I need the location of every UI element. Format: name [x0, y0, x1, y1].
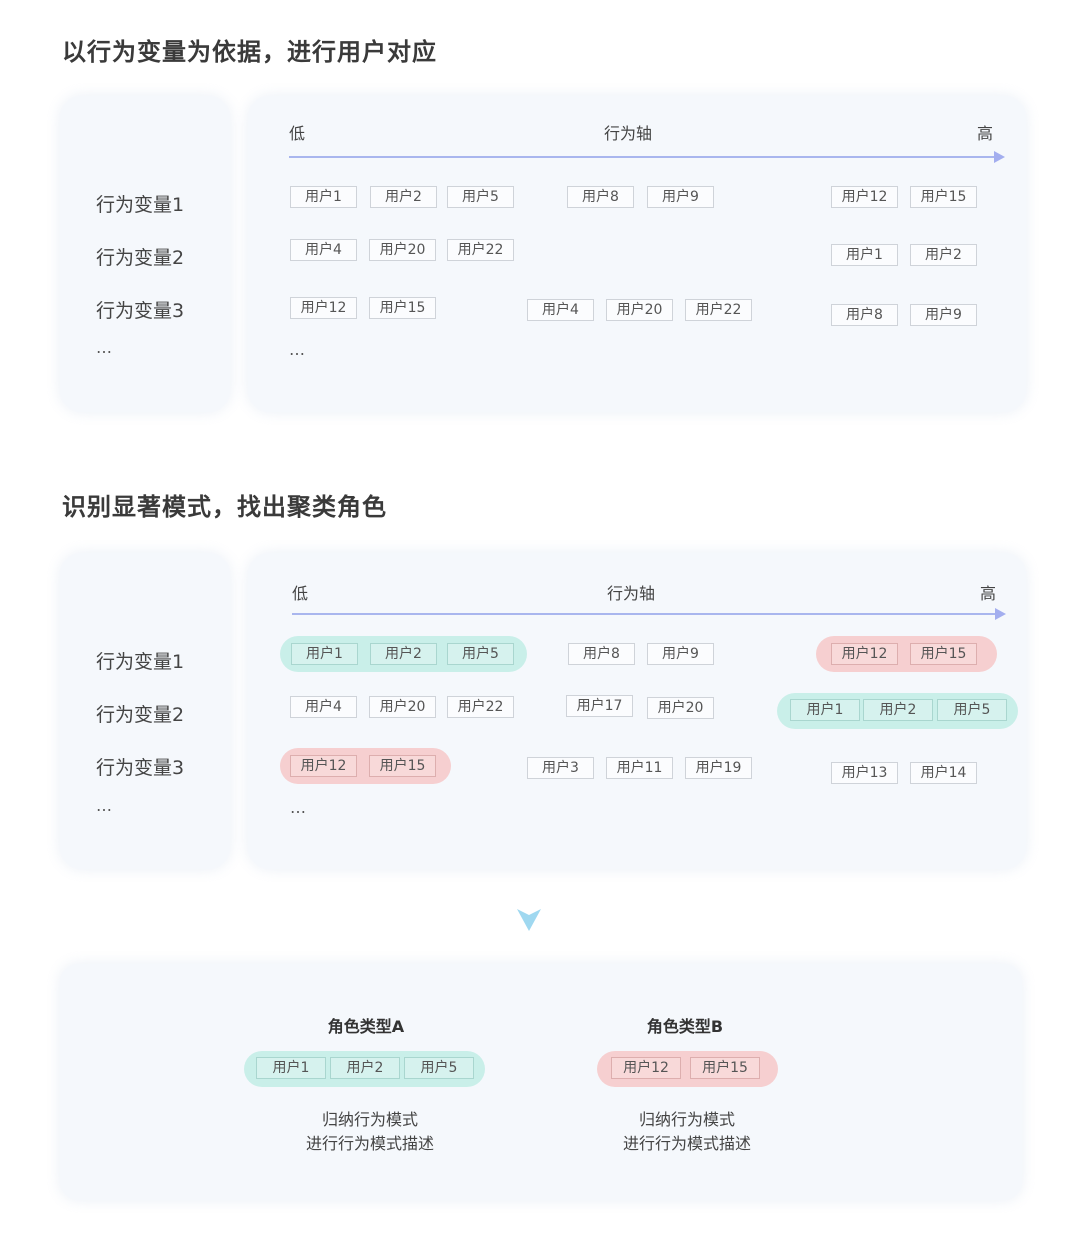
user-chip: 用户12 — [290, 755, 357, 777]
user-chip: 用户14 — [910, 762, 977, 784]
axis-low-label: 低 — [292, 584, 309, 603]
axis-low-label: 低 — [289, 124, 306, 143]
user-chip: 用户15 — [369, 297, 436, 319]
user-chip: 用户19 — [685, 757, 752, 779]
variables-panel-1 — [60, 96, 230, 412]
user-chip: 用户22 — [447, 239, 514, 261]
user-chip: 用户8 — [568, 643, 635, 665]
user-chip: 用户13 — [831, 762, 898, 784]
user-chip: 用户4 — [290, 696, 357, 718]
variable-label: 行为变量3 — [96, 757, 185, 779]
variable-label: 行为变量1 — [96, 651, 185, 673]
axis-line — [292, 613, 996, 615]
variable-label: 行为变量2 — [96, 247, 185, 269]
rows-ellipsis: … — [290, 798, 307, 817]
user-chip: 用户2 — [370, 186, 437, 208]
roles-panel — [60, 964, 1022, 1200]
user-chip: 用户15 — [910, 186, 977, 208]
role-title-b: 角色类型B — [646, 1017, 724, 1036]
user-chip: 用户1 — [291, 643, 358, 665]
role-desc-line: 进行行为模式描述 — [622, 1134, 751, 1153]
user-chip: 用户8 — [831, 304, 898, 326]
role-a-description: 归纳行为模式 进行行为模式描述 — [260, 1108, 480, 1156]
user-chip: 用户15 — [369, 755, 436, 777]
variable-label: 行为变量2 — [96, 704, 185, 726]
user-chip: 用户11 — [606, 757, 673, 779]
user-chip: 用户1 — [256, 1057, 326, 1079]
user-chip: 用户12 — [831, 643, 898, 665]
user-chip: 用户20 — [369, 696, 436, 718]
variable-ellipsis: … — [96, 796, 113, 815]
role-desc-line: 进行行为模式描述 — [305, 1134, 434, 1153]
user-chip: 用户9 — [647, 643, 714, 665]
user-chip: 用户2 — [370, 643, 437, 665]
user-chip: 用户5 — [937, 699, 1007, 721]
user-chip: 用户15 — [690, 1057, 760, 1079]
user-chip: 用户8 — [567, 186, 634, 208]
axis-name-label: 行为轴 — [604, 124, 653, 143]
axis-line — [289, 156, 995, 158]
variable-ellipsis: … — [96, 338, 113, 357]
user-chip: 用户3 — [527, 757, 594, 779]
user-chip: 用户2 — [910, 244, 977, 266]
user-chip: 用户20 — [606, 299, 673, 321]
user-chip: 用户5 — [404, 1057, 474, 1079]
user-chip: 用户1 — [290, 186, 357, 208]
user-chip: 用户15 — [910, 643, 977, 665]
user-chip: 用户22 — [685, 299, 752, 321]
user-chip: 用户12 — [611, 1057, 681, 1079]
user-chip: 用户17 — [566, 695, 633, 717]
user-chip: 用户1 — [831, 244, 898, 266]
user-chip: 用户12 — [831, 186, 898, 208]
user-chip: 用户12 — [290, 297, 357, 319]
user-chip: 用户4 — [290, 239, 357, 261]
axis-arrow-icon — [995, 608, 1006, 620]
axis-high-label: 高 — [977, 124, 994, 143]
variable-label: 行为变量3 — [96, 300, 185, 322]
user-chip: 用户1 — [790, 699, 860, 721]
user-chip: 用户20 — [369, 239, 436, 261]
user-chip: 用户9 — [910, 304, 977, 326]
variables-panel-2 — [60, 553, 230, 869]
user-chip: 用户22 — [447, 696, 514, 718]
user-chip: 用户20 — [647, 697, 714, 719]
role-desc-line: 归纳行为模式 — [321, 1110, 418, 1129]
section1-title: 以行为变量为依据，进行用户对应 — [62, 38, 437, 66]
role-desc-line: 归纳行为模式 — [638, 1110, 735, 1129]
section2-title: 识别显著模式，找出聚类角色 — [62, 493, 387, 521]
role-title-a: 角色类型A — [327, 1017, 405, 1036]
user-chip: 用户2 — [330, 1057, 400, 1079]
variable-label: 行为变量1 — [96, 194, 185, 216]
role-b-description: 归纳行为模式 进行行为模式描述 — [577, 1108, 797, 1156]
chevron-down-icon — [517, 909, 541, 931]
axis-arrow-icon — [994, 151, 1005, 163]
user-chip: 用户9 — [647, 186, 714, 208]
user-chip: 用户5 — [447, 643, 514, 665]
rows-ellipsis: … — [289, 340, 306, 359]
axis-name-label: 行为轴 — [607, 584, 656, 603]
user-chip: 用户5 — [447, 186, 514, 208]
user-chip: 用户4 — [527, 299, 594, 321]
axis-high-label: 高 — [980, 584, 997, 603]
user-chip: 用户2 — [863, 699, 933, 721]
